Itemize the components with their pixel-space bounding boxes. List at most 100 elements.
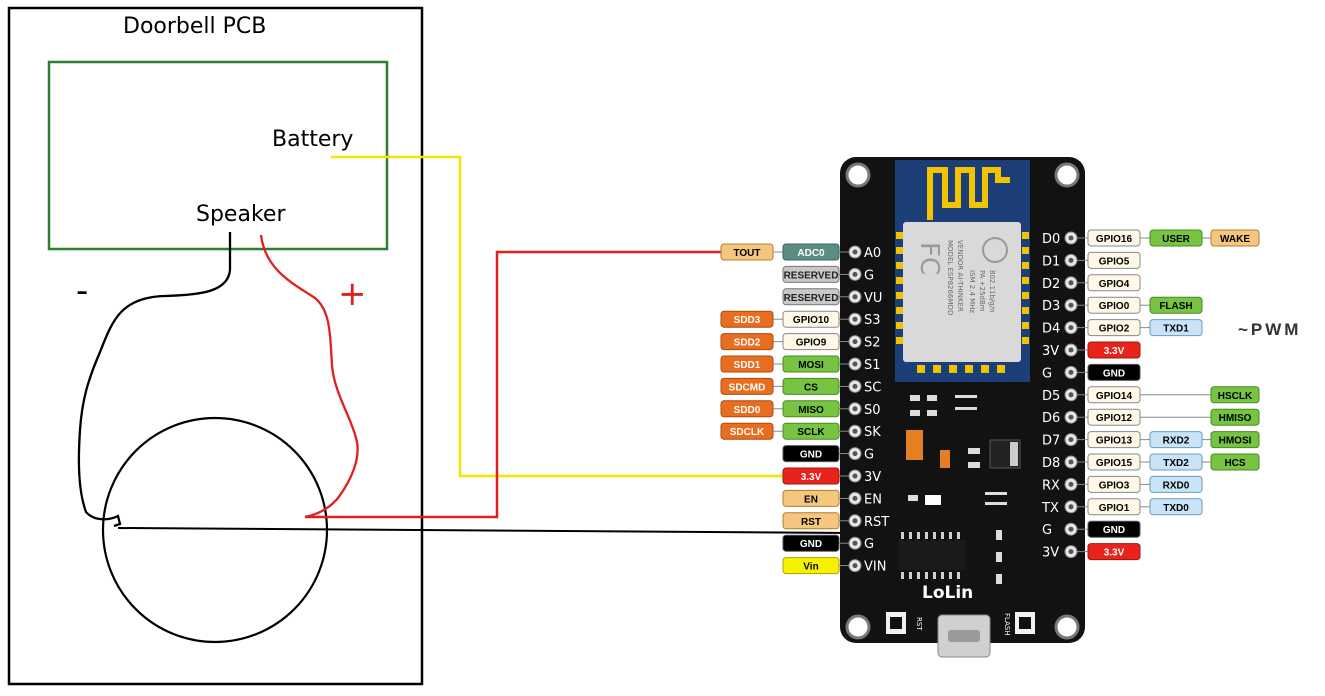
chip-leg (957, 572, 960, 579)
pin-tag (782, 355, 840, 373)
pin-tag (720, 310, 774, 328)
chip-leg (941, 572, 944, 579)
pin-tag (782, 512, 840, 530)
svg-text:802.11b/g/n: 802.11b/g/n (988, 270, 996, 313)
pin-label: 3V (1042, 344, 1059, 359)
module-shield (903, 222, 1021, 362)
pin-hole (1068, 414, 1074, 420)
pin-label: D2 (1042, 277, 1060, 292)
pin-hole (852, 249, 858, 255)
module-pad (896, 337, 903, 344)
pin-tag (782, 333, 840, 351)
pin-tag (1087, 543, 1141, 561)
speaker-positive-lead (259, 234, 359, 519)
pin-tag-label: GPIO16 (1096, 234, 1133, 245)
pin-tag (782, 489, 840, 507)
module-pad (981, 365, 989, 373)
smd-array (955, 395, 977, 398)
module-pad (917, 365, 925, 373)
doorbell-pcb-outline (47, 60, 389, 251)
chip-leg (917, 572, 920, 579)
pin-tag (1149, 498, 1203, 516)
pin-tag (1087, 251, 1141, 269)
smd-array (985, 502, 1007, 505)
ai-logo (982, 237, 1008, 263)
pin-tag-label: RXD0 (1163, 480, 1190, 491)
pin-label: D6 (1042, 411, 1060, 426)
pin-label: D5 (1042, 389, 1060, 404)
module-pad (949, 365, 957, 373)
pin-tag (782, 243, 840, 261)
chip-leg (933, 572, 936, 579)
smd-component (910, 395, 920, 401)
pin-tag-label: GPIO4 (1099, 279, 1130, 290)
module-pad (1022, 232, 1029, 239)
nodemcu-board: FC MODEL ESP8266MOD VENDOR AI-THINKER IS… (720, 157, 1260, 658)
pin-tag-label: GPIO5 (1099, 256, 1130, 267)
chip-leg (901, 572, 904, 579)
chip-leg (949, 532, 952, 539)
pin-tag (1087, 341, 1141, 359)
pin-label: EN (864, 492, 882, 507)
battery-wire (331, 155, 850, 478)
pin-tag-label: EN (804, 494, 818, 505)
chip-leg (909, 572, 912, 579)
pin-tag (782, 422, 840, 440)
pin-label: G (864, 537, 874, 552)
mounting-hole (1054, 614, 1080, 640)
pin-hole (1068, 257, 1074, 263)
pin-tag (782, 288, 840, 306)
pin-tag-label: TXD0 (1163, 503, 1189, 514)
pin-tag-label: GPIO0 (1099, 301, 1130, 312)
pin-tag-label: ADC0 (797, 248, 825, 259)
pin-tag-label: SDCMD (729, 382, 766, 393)
pin-tag-label: GPIO3 (1099, 480, 1130, 491)
module-pad (1022, 307, 1029, 314)
mounting-hole (845, 614, 871, 640)
svg-text:ISM 2.4 MHz: ISM 2.4 MHz (968, 270, 976, 313)
positive-wire (305, 250, 733, 519)
pin-tag-label: HMISO (1219, 413, 1252, 424)
chip-leg (925, 532, 928, 539)
pin-tag-label: 3.3V (1104, 548, 1125, 559)
orange-capacitor (906, 430, 923, 460)
module-pads (896, 232, 1029, 373)
pin-tag-label: TOUT (733, 248, 760, 259)
chip-legs (901, 532, 960, 579)
chip-leg (909, 532, 912, 539)
pin-tag (1149, 296, 1203, 314)
pin-hole (852, 361, 858, 367)
pin-hole (1068, 325, 1074, 331)
smd-array (955, 407, 977, 410)
pin-tag-label: SDD2 (734, 338, 761, 349)
pin-tag-label: RXD2 (1163, 436, 1190, 447)
pin-tag (782, 534, 840, 552)
smd-component (910, 410, 920, 416)
pin-tag-label: GPIO10 (793, 315, 830, 326)
pin-tag-label: GND (1103, 368, 1125, 379)
pin-label: D0 (1042, 232, 1060, 247)
chip-leg (933, 532, 936, 539)
pin-hole (1068, 504, 1074, 510)
plus-sign: + (338, 274, 367, 314)
chip-leg (917, 532, 920, 539)
module-pad (896, 277, 903, 284)
pin-tag-label: MISO (798, 405, 824, 416)
pin-tag (782, 445, 840, 463)
pin-hole (852, 451, 858, 457)
module-pad (1022, 277, 1029, 284)
module-pad (1022, 247, 1029, 254)
module-pad (1022, 337, 1029, 344)
pin-label: RST (864, 515, 889, 530)
regulator-tab (1010, 442, 1018, 466)
module-pad (965, 365, 973, 373)
pin-tag-label: USER (1162, 234, 1191, 245)
pin-tag (782, 310, 840, 328)
pin-label: G (864, 268, 874, 283)
pin-label: D4 (1042, 322, 1060, 337)
pin-tag-label: RST (801, 517, 821, 528)
smd-component (968, 462, 980, 468)
pin-label: D7 (1042, 434, 1060, 449)
pin-tag-label: FLASH (1159, 301, 1192, 312)
